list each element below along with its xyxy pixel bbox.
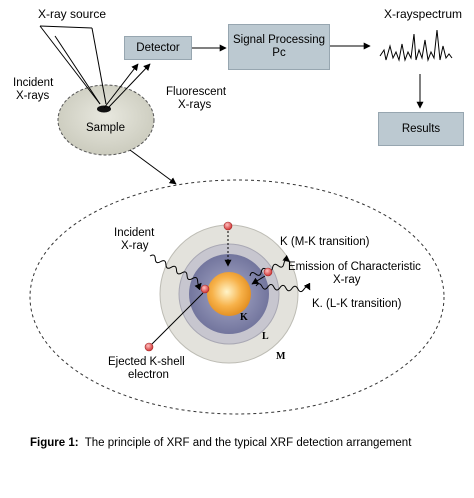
spectrum-trace bbox=[379, 29, 453, 62]
fluorescent-label-1: Fluorescent bbox=[166, 86, 227, 98]
ejected-label-2: electron bbox=[128, 369, 169, 381]
atom-incident-label-2: X-ray bbox=[121, 240, 149, 252]
source-beam-2 bbox=[91, 27, 107, 105]
shell-l-label: L bbox=[262, 331, 269, 342]
fluorescent-arrow-2 bbox=[107, 63, 151, 109]
k-lk-transition-label: K. (L-K transition) bbox=[312, 298, 402, 310]
electron-k bbox=[200, 284, 210, 294]
results-box: Results bbox=[378, 112, 464, 146]
ejected-electron-path bbox=[149, 292, 204, 347]
spectrum-title: X-rayspectrum bbox=[384, 7, 463, 21]
results-label: Results bbox=[401, 122, 441, 135]
electron-l bbox=[263, 267, 273, 277]
sample-label: Sample bbox=[86, 122, 125, 134]
atom-incident-label-1: Incident bbox=[114, 227, 155, 239]
sample-ellipse bbox=[57, 84, 155, 156]
signal-processing-label-1: Signal Processing bbox=[232, 34, 326, 46]
zoom-ellipse bbox=[29, 179, 445, 415]
l-k-transition-arrow bbox=[251, 275, 266, 285]
fluorescent-arrow-1 bbox=[103, 63, 139, 109]
zoom-arrow bbox=[129, 149, 177, 185]
ejected-label-1: Ejected K-shell bbox=[108, 356, 185, 368]
emission-label-1: Emission of Characteristic bbox=[288, 261, 421, 273]
nucleus bbox=[207, 272, 251, 316]
k-mk-transition-label: K (M-K transition) bbox=[280, 236, 370, 248]
xray-source-label: X-ray source bbox=[38, 7, 107, 21]
detector-box: Detector bbox=[124, 36, 192, 60]
electron-ejected bbox=[144, 342, 154, 352]
source-beam-top bbox=[39, 25, 93, 29]
detector-label: Detector bbox=[136, 41, 180, 54]
caption-prefix: Figure 1: bbox=[30, 437, 79, 449]
source-beam-3 bbox=[54, 35, 101, 105]
emission-wave-2 bbox=[255, 282, 311, 293]
source-beam-1 bbox=[39, 25, 101, 105]
emission-label-2: X-ray bbox=[333, 274, 361, 286]
sample-spot bbox=[97, 105, 111, 113]
figure-caption: Figure 1: The principle of XRF and the t… bbox=[30, 437, 411, 449]
caption-text: The principle of XRF and the typical XRF… bbox=[84, 437, 412, 449]
fluorescent-label-2: X-rays bbox=[178, 99, 212, 111]
incident-xrays-label-1: Incident bbox=[13, 77, 54, 89]
shell-m-label: M bbox=[276, 351, 286, 362]
signal-processing-box: Signal Processing Pc bbox=[228, 24, 330, 70]
shell-k-label: K bbox=[240, 312, 248, 323]
signal-processing-label-2: Pc bbox=[272, 47, 286, 59]
electron-m bbox=[223, 221, 233, 231]
incident-xrays-label-2: X-rays bbox=[16, 90, 50, 102]
incident-xray-wave bbox=[149, 254, 202, 291]
